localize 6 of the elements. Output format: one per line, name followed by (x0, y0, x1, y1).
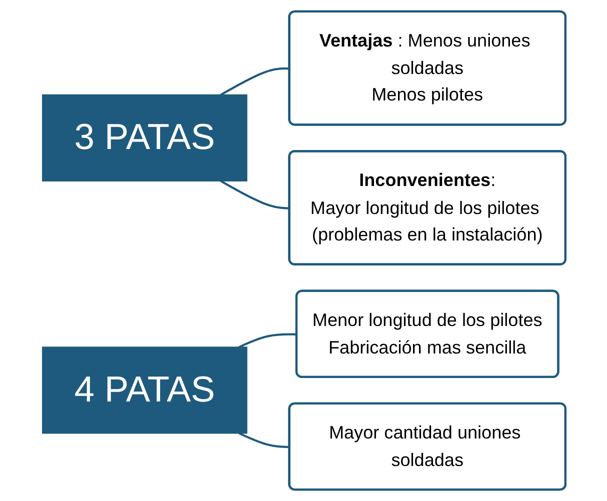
connector (238, 432, 290, 448)
node-box: 3 PATAS (42, 94, 247, 182)
node-box: 4 PATAS (42, 346, 247, 434)
connector (238, 333, 297, 348)
connector (220, 67, 290, 96)
connector (220, 180, 290, 210)
